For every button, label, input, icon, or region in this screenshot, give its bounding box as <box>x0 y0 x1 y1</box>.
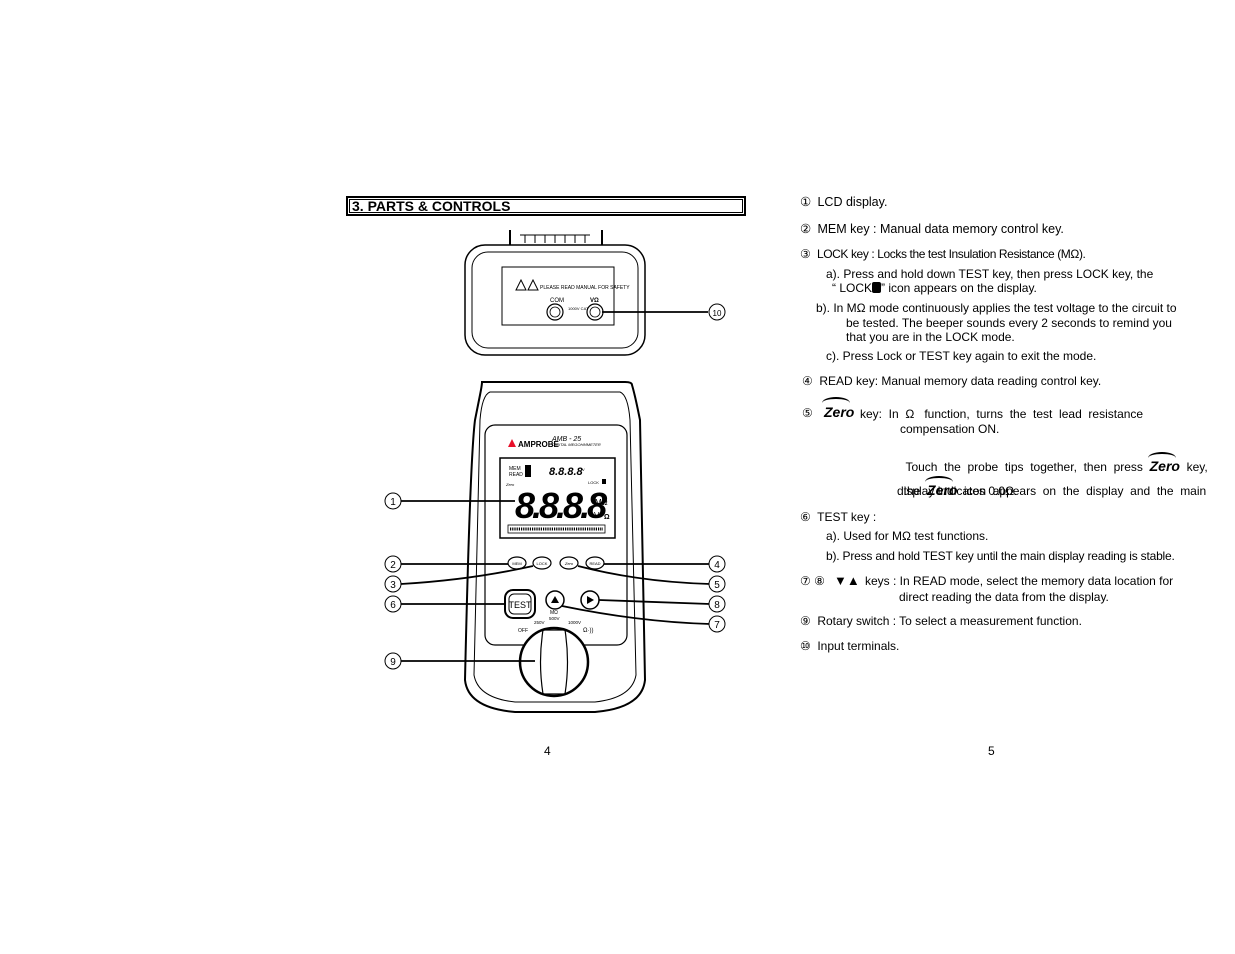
lcd-lock-indicator: LOCK <box>588 480 599 485</box>
lcd-bargraph <box>507 524 606 534</box>
svg-text:READ: READ <box>589 561 600 566</box>
model-subtitle-text: DIGITAL MEGOHMMETER <box>552 442 601 447</box>
vohm-terminal-jack <box>586 303 604 321</box>
item-3-b-line2: be tested. The beeper sounds every 2 sec… <box>846 316 1172 330</box>
svg-text:4: 4 <box>714 560 720 571</box>
item-3-c: c). Press Lock or TEST key again to exit… <box>826 349 1097 363</box>
item-7-8-line1: keys : In READ mode, select the memory d… <box>865 574 1174 588</box>
svg-text:1: 1 <box>390 497 396 508</box>
lcd-small-digits: 8.8.8.8 <box>549 466 584 478</box>
dial-250-label: 250V <box>534 620 545 625</box>
svg-text:9: 9 <box>390 657 396 668</box>
lcd-small-v-label: V <box>582 467 585 472</box>
item-9: ⑨ Rotary switch : To select a measuremen… <box>800 614 1082 628</box>
lock-key <box>532 556 552 570</box>
dial-off-label: OFF <box>518 628 528 634</box>
lock-icon <box>872 282 882 293</box>
item-5-line2: compensation ON. <box>900 422 1000 436</box>
lcd-zero-indicator: Zero <box>505 482 515 487</box>
lcd-ohm-unit: Ω <box>604 514 610 521</box>
item-1: ① LCD display. <box>800 195 888 209</box>
svg-text:5: 5 <box>714 580 720 591</box>
item-3-b-line1: b). In MΩ mode continuously applies the … <box>816 301 1177 315</box>
svg-text:7: 7 <box>714 620 720 631</box>
lcd-v-unit: V <box>594 511 600 520</box>
zero-key <box>559 556 579 570</box>
lcd-mohm-unit: MΩ <box>595 498 608 507</box>
item-6: ⑥ TEST key : <box>800 510 877 524</box>
item-3-a-line2: “ LOCK” icon appears on the display. <box>832 281 1037 295</box>
brand-logo-text: AMPROBE <box>518 440 560 449</box>
item-5-line5: display indicates 0.0Ω. <box>897 484 1018 498</box>
terminal-rating-label: 1000V CAT III <box>568 306 593 311</box>
svg-text:6: 6 <box>390 600 396 611</box>
svg-text:3: 3 <box>390 580 396 591</box>
item-2: ② MEM key : Manual data memory control k… <box>800 222 1064 236</box>
item-5-line3: Touch the probe tips together, then pres… <box>905 452 1208 474</box>
page-number-right: 5 <box>988 744 995 758</box>
read-key <box>585 556 605 570</box>
item-6-a: a). Used for MΩ test functions. <box>826 529 989 543</box>
svg-text:TEST: TEST <box>508 600 532 610</box>
item-7-8-numbers: ⑦ ⑧ <box>800 574 825 588</box>
zero-key-icon: Zero <box>821 397 855 420</box>
page-number-left: 4 <box>544 744 551 758</box>
svg-text:Zero: Zero <box>564 561 574 566</box>
zero-icon: Zero <box>925 476 958 498</box>
meter-body-illustration: AMPROBE AMB - 25 DIGITAL MEGOHMMETER MEM… <box>463 381 647 713</box>
terminal-warning-text: PLEASE READ MANUAL FOR SAFETY <box>540 285 630 291</box>
item-3: ③ LOCK key : Locks the test Insulation R… <box>800 247 1086 261</box>
zero-icon: Zero <box>1147 452 1180 474</box>
terminal-com-label: COM <box>550 298 564 304</box>
com-terminal-jack <box>546 303 564 321</box>
item-3-b-line3: that you are in the LOCK mode. <box>846 330 1015 344</box>
item-10: ⑩ Input terminals. <box>800 639 900 653</box>
svg-text:10: 10 <box>713 309 722 318</box>
item-6-b: b). Press and hold TEST key until the ma… <box>826 549 1175 563</box>
item-4: ④ READ key: Manual memory data reading c… <box>802 374 1102 388</box>
item-5-number: ⑤ <box>802 406 813 420</box>
lcd-mem-label: MEM <box>509 466 521 472</box>
item-3-a-line1: a). Press and hold down TEST key, then p… <box>826 267 1154 281</box>
down-up-arrow-icons: ▼▲ <box>834 573 860 588</box>
section-title: 3. PARTS & CONTROLS <box>346 196 746 216</box>
callout-markers: 10 1 2 3 6 9 4 5 8 7 <box>384 303 726 670</box>
lcd-main-digits: 8.8.8.8 <box>515 485 607 526</box>
model-text: AMB - 25 <box>551 436 581 443</box>
item-5-line1: key: In Ω function, turns the test lead … <box>860 407 1144 421</box>
terminal-vohm-label: VΩ <box>590 298 599 304</box>
dial-500-label: 500V <box>549 616 560 621</box>
dial-1000-label: 1000V <box>568 620 581 625</box>
svg-text:2: 2 <box>390 560 396 571</box>
svg-text:LOCK: LOCK <box>537 561 548 566</box>
dial-ohm-label: Ω·)) <box>583 628 593 634</box>
svg-text:8: 8 <box>714 600 720 611</box>
svg-text:MEM: MEM <box>512 561 521 566</box>
rotary-switch <box>518 626 590 698</box>
lcd-read-label: READ <box>509 472 523 478</box>
item-5-line4: the Zero icon appears on the display and… <box>903 476 1207 498</box>
item-7-8-line2: direct reading the data from the display… <box>899 590 1109 604</box>
meter-illustration: PLEASE READ MANUAL FOR SAFETY COM VΩ 100… <box>384 230 726 713</box>
terminal-panel-illustration: PLEASE READ MANUAL FOR SAFETY COM VΩ 100… <box>464 230 646 356</box>
dial-mohm-label: MΩ <box>550 610 558 616</box>
